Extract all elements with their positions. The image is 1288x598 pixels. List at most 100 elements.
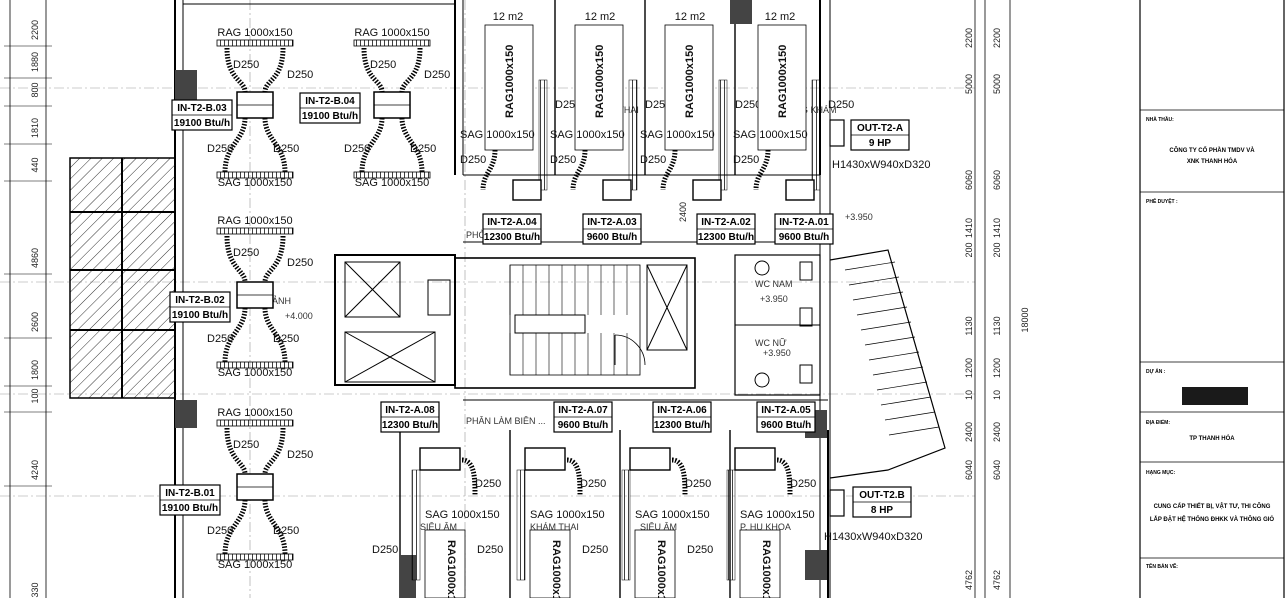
stair-tread <box>888 426 940 436</box>
room-name: KHÁM THAI <box>530 522 579 532</box>
core-area <box>334 249 946 479</box>
wc-label: WC NAM <box>755 279 793 289</box>
rag-grille-vertical <box>424 529 466 598</box>
duct-label: D250 <box>735 99 761 111</box>
unit-id: IN-T2-A.02 <box>701 217 751 228</box>
flex-duct <box>516 469 526 581</box>
stair-tread <box>848 276 900 286</box>
duct-label: D250 <box>287 257 313 269</box>
grille-label: RAG1000x150 <box>504 45 516 118</box>
right-dimensions: 2200220050005000606060601410141020020011… <box>678 0 1030 598</box>
room-name: ... ẢNH <box>262 295 291 306</box>
duct-label: D250 <box>460 154 486 166</box>
unit-id: IN-T2-B.04 <box>305 96 355 107</box>
grille-label: RAG 1000x150 <box>217 407 292 419</box>
grille-label: SAG 1000x150 <box>740 509 815 521</box>
duct-label: D250 <box>233 439 259 451</box>
contractor-name-line1: CÔNG TY CỔ PHẦN TMDV VÀ <box>1169 146 1255 154</box>
grille-label: SAG 1000x150 <box>460 129 535 141</box>
dimension-label: 5000 <box>964 74 974 94</box>
rag-grille-vertical <box>757 24 807 151</box>
duct-label: D250 <box>233 247 259 259</box>
dimension-label: 1130 <box>964 316 974 335</box>
outdoor-unit-symbol <box>829 489 845 517</box>
duct-label: D250 <box>207 525 233 537</box>
item-value-line2: LẮP ĐẶT HỆ THỐNG ĐHKK VÀ THÔNG GIÓ <box>1150 515 1275 523</box>
fan-coil-box <box>512 179 542 201</box>
grille-label: RAG 1000x150 <box>217 27 292 39</box>
grille <box>216 361 294 369</box>
flex-duct <box>570 149 588 191</box>
project-label: DỰ ÁN : <box>1146 368 1166 375</box>
flex-duct <box>262 117 288 173</box>
unit-capacity: 12300 Btu/h <box>484 232 540 243</box>
dimension-label: 1410 <box>992 218 1002 238</box>
room-area: 12 m2 <box>493 11 524 23</box>
fan-coil-box <box>419 447 461 471</box>
unit-capacity: 12300 Btu/h <box>382 420 438 431</box>
dimension-label: 4762 <box>964 570 974 590</box>
drawing-name-label: TÊN BẢN VẼ: <box>1146 562 1178 570</box>
duct-label: D250 <box>733 154 759 166</box>
unit-capacity: 12300 Btu/h <box>698 232 754 243</box>
stair-tread <box>844 261 896 271</box>
rag-grille-vertical <box>634 529 676 598</box>
duct-label: D250 <box>273 143 299 155</box>
unit-capacity: 19100 Btu/h <box>174 118 230 129</box>
flex-duct <box>361 47 385 93</box>
unit-capacity: 9600 Btu/h <box>587 232 638 243</box>
unit-capacity: 9600 Btu/h <box>779 232 830 243</box>
level-mark: +3.950 <box>845 212 873 222</box>
dimension-label: 800 <box>30 82 40 97</box>
room-name: P. HỤ KHOA <box>740 522 791 532</box>
flex-duct <box>726 469 736 581</box>
duct-label: D250 <box>685 478 711 490</box>
outdoor-unit-size: H1430xW940xD320 <box>832 159 930 171</box>
unit-capacity: 12300 Btu/h <box>654 420 710 431</box>
indoor-unit-a-bottom: IN-T2-A.06 12300 Btu/h <box>652 401 712 433</box>
grille-label: RAG1000x150 <box>760 540 772 598</box>
flex-duct <box>566 457 583 496</box>
room-area: 12 m2 <box>585 11 616 23</box>
unit-id: IN-T2-A.03 <box>587 217 637 228</box>
unit-id: IN-T2-A.06 <box>657 405 707 416</box>
location-value: TP THANH HÓA <box>1189 434 1235 442</box>
flex-duct <box>262 307 288 363</box>
flex-duct <box>753 149 771 191</box>
rag-grille-vertical <box>739 529 781 598</box>
flex-duct <box>224 427 248 475</box>
grille-label: RAG 1000x150 <box>217 215 292 227</box>
duct-label: D250 <box>687 544 713 556</box>
dimension-label: 10 <box>992 390 1002 400</box>
grille-label: RAG1000x150 <box>777 45 789 118</box>
column <box>175 70 197 100</box>
flex-duct <box>222 499 248 555</box>
dimension-label: 200 <box>964 242 974 257</box>
column <box>805 550 827 580</box>
level-mark: +3.950 <box>763 348 791 358</box>
grille <box>216 419 294 427</box>
duct-label: D250 <box>582 544 608 556</box>
duct-label: D250 <box>828 99 854 111</box>
indoor-unit-a-top: IN-T2-A.04 12300 Btu/h <box>482 213 542 245</box>
dimension-label: 200 <box>992 242 1002 257</box>
unit-id: IN-T2-B.01 <box>165 488 215 499</box>
room-name: SIÊU ÂM <box>420 522 457 532</box>
dimension-label: 440 <box>30 157 40 172</box>
duct-label: D250 <box>477 544 503 556</box>
grille <box>353 171 431 179</box>
contractor-name-line2: XNK THANH HÓA <box>1187 157 1238 165</box>
flex-duct <box>262 235 286 283</box>
level-mark: +4.000 <box>285 311 313 321</box>
dimension-label: 2600 <box>30 312 40 332</box>
outdoor-unit-symbol <box>829 119 845 147</box>
duct-label: D250 <box>424 69 450 81</box>
grille-label: SAG 1000x150 <box>218 367 293 379</box>
unit-id: IN-T2-A.04 <box>487 217 537 228</box>
flex-duct <box>399 47 423 93</box>
